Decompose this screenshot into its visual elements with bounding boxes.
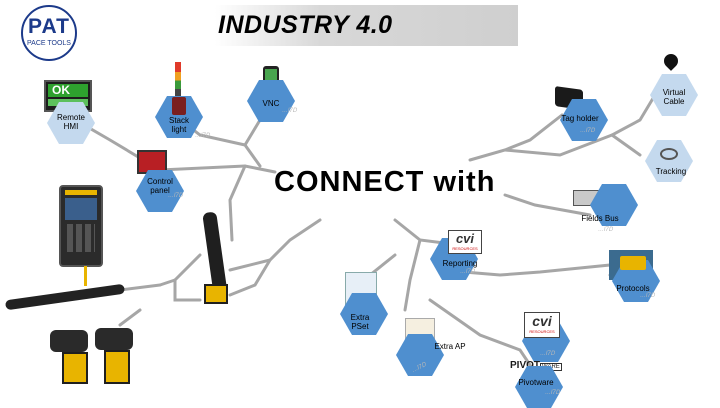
pivotware-bottom-hex (515, 366, 563, 408)
remote-hmi-screen: OK (44, 80, 92, 112)
cvi-logo-subtext: RESOURCES (452, 246, 478, 251)
watermark-tag: …l7Ꭰ (580, 128, 595, 134)
angle-nutrunner-battery (204, 284, 228, 304)
virtual-cable-label: Virtual Cable (662, 88, 686, 106)
watermark-tag: …l7Ꭰ (282, 108, 297, 114)
worker-icons (620, 256, 646, 270)
reporting-label: Reporting (442, 259, 478, 268)
watermark-tag: …l7Ꭰ (540, 351, 555, 357)
controller-device (59, 185, 103, 267)
tag-holder-hex (560, 99, 608, 141)
protocols-label: Protocols (616, 284, 650, 293)
stack-light-label: Stack light (168, 116, 189, 134)
watermark-tag: …l7Ꭰ (640, 293, 655, 299)
vnc-label: VNC (262, 99, 280, 108)
extra-pset-label: Extra PSet (350, 313, 370, 331)
vnc-hex (247, 80, 295, 122)
extra-pset-hex (340, 293, 388, 335)
watermark-tag: …l7Ꭰ (598, 227, 613, 233)
cvi-logo-text: cvi (532, 313, 552, 329)
ok-indicator: OK (48, 84, 88, 97)
fields-bus-label: Fields Bus (581, 214, 619, 223)
watermark-tag: …l7Ꭰ (545, 390, 560, 396)
company-logo: PAT PACE TOOLS (21, 5, 77, 61)
pivot-logo-text: PIVOT (510, 360, 541, 371)
watermark-tag: …l7Ꭰ (195, 133, 210, 139)
remote-hmi-hex (47, 102, 95, 144)
virtual-cable-hex (650, 74, 698, 116)
cvi-logo-text: cvi (455, 231, 475, 246)
pivotware-label: Pivotware (518, 378, 554, 387)
cvi-logo: cvi RESOURCES (448, 230, 482, 254)
cvi-logo: cvi RESOURCES (524, 312, 560, 338)
tracking-hex (645, 140, 693, 182)
pistol-tool-1 (50, 330, 88, 352)
logo-text: PAT (28, 15, 70, 38)
pistol-tool-2 (95, 328, 133, 350)
fields-bus-hex (590, 184, 638, 226)
stack-light-icon (175, 62, 181, 96)
remote-hmi-label: Remote HMI (56, 113, 85, 131)
extra-ap-label: Extra AP (434, 342, 466, 351)
control-panel-label: Control panel (147, 177, 173, 195)
logo-subtext: PACE TOOLS (27, 40, 71, 47)
page-title: INDUSTRY 4.0 (218, 11, 393, 39)
tracking-label: Tracking (655, 167, 687, 176)
tag-holder-label: Tag holder (561, 114, 599, 123)
cvi-logo-subtext: RESOURCES (529, 329, 555, 334)
title-banner (215, 5, 518, 46)
watermark-tag: …l7Ꭰ (168, 193, 183, 199)
tracking-icon (660, 148, 678, 160)
pistol-tool-1-battery (62, 352, 88, 384)
headline: CONNECT with (274, 166, 496, 198)
controller-cable (84, 266, 87, 286)
extra-ap-hex (396, 334, 444, 376)
control-panel-hex (136, 170, 184, 212)
watermark-tag: …l7Ꭰ (460, 269, 475, 275)
stack-light-device (172, 97, 186, 115)
pistol-tool-2-battery (104, 350, 130, 384)
